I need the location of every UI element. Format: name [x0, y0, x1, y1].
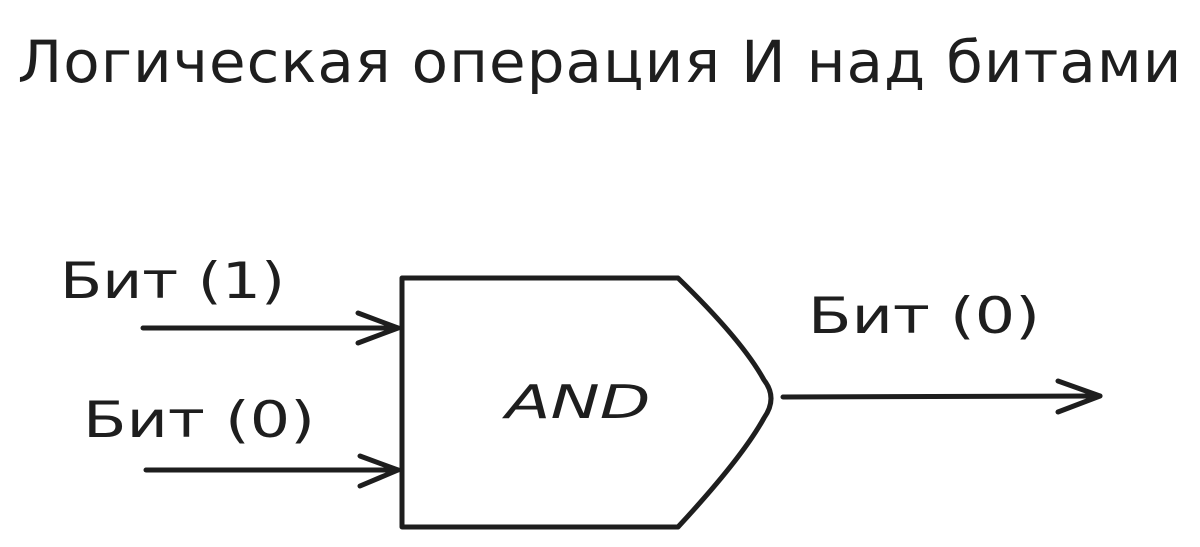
and-gate-shape: [399, 275, 774, 530]
and-gate: AND: [399, 275, 774, 530]
and-gate-label: AND: [501, 375, 650, 429]
output: Бит (0): [780, 287, 1103, 415]
input-1-label: Бит (1): [60, 252, 285, 310]
output-label: Бит (0): [808, 287, 1040, 345]
input-2-arrowhead-icon: [357, 453, 401, 489]
input-2-label: Бит (0): [83, 391, 315, 449]
input-1-arrowhead-icon: [355, 310, 401, 346]
input-1: Бит (1): [60, 252, 401, 346]
diagram-title: Логическая операция И над битами: [18, 28, 1183, 96]
input-2: Бит (0): [83, 391, 401, 489]
output-arrow-line: [780, 393, 1103, 400]
output-arrowhead-icon: [1055, 378, 1103, 415]
